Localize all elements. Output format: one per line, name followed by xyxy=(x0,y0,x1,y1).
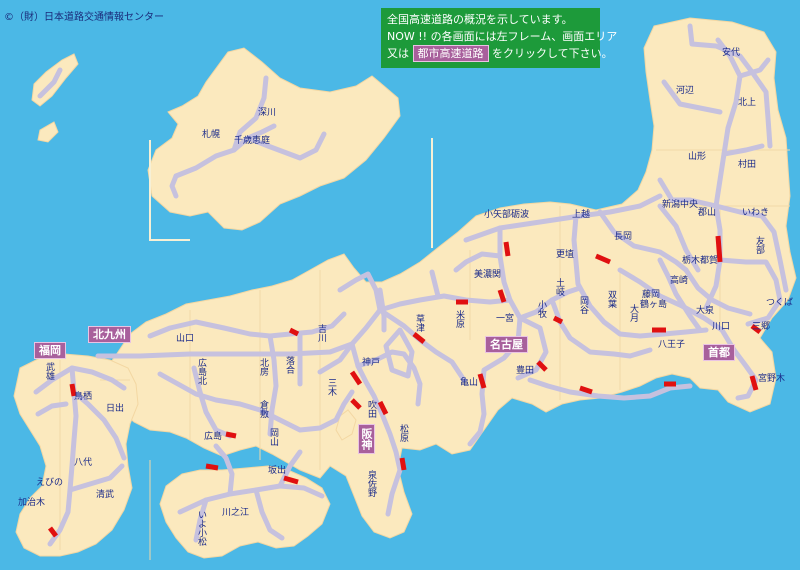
place-label: 土岐 xyxy=(554,278,564,296)
place-label: 長岡 xyxy=(614,232,633,242)
place-label: いよ小松 xyxy=(196,510,206,546)
region-fukuoka-button[interactable]: 福岡 xyxy=(34,342,66,359)
place-label: 山形 xyxy=(688,152,707,162)
place-label: 小矢部砺波 xyxy=(484,210,530,220)
place-label: 宮野木 xyxy=(758,374,786,384)
place-label: 岡谷 xyxy=(578,296,588,314)
place-label: 亀山 xyxy=(460,378,479,388)
place-label: 鳥栖 xyxy=(74,392,93,402)
place-label: 神戸 xyxy=(362,358,381,368)
place-label: 吉川 xyxy=(316,324,326,342)
place-label: 豊田 xyxy=(516,366,535,376)
place-label: 北上 xyxy=(738,98,757,108)
place-label: 鶴ヶ島 xyxy=(640,300,668,310)
place-label: 八代 xyxy=(74,458,93,468)
place-label: 河辺 xyxy=(676,86,695,96)
sea-boundaries xyxy=(149,138,433,248)
place-label: 倉敷 xyxy=(258,400,268,418)
place-label: 三木 xyxy=(326,378,336,396)
place-label: 郡山 xyxy=(698,208,717,218)
place-label: つくば xyxy=(766,298,794,308)
place-label: 高崎 xyxy=(670,276,689,286)
place-label: 大泉 xyxy=(696,306,715,316)
place-label: 深川 xyxy=(258,108,277,118)
region-hanshin-button[interactable]: 阪神 xyxy=(358,424,375,454)
notice-line-3-prefix: 又は xyxy=(387,47,409,60)
notice-line-2: NOW !! の各画面には左フレーム、画面エリア xyxy=(387,30,618,43)
place-label: 山口 xyxy=(176,334,195,344)
place-label: 上越 xyxy=(572,210,591,220)
place-label: 札幌 xyxy=(202,130,221,140)
place-label: 安代 xyxy=(722,48,741,58)
place-label: 川之江 xyxy=(222,508,250,518)
place-label: 泉佐野 xyxy=(366,470,376,497)
place-label: 坂出 xyxy=(268,466,287,476)
place-label: 草津 xyxy=(414,314,424,332)
place-label: 吹田 xyxy=(366,400,376,418)
place-label: 大月 xyxy=(628,304,638,322)
region-shuto-button[interactable]: 首都 xyxy=(703,344,735,361)
place-label: 落合 xyxy=(284,356,294,374)
place-label: 友部 xyxy=(754,236,764,254)
place-label: 八王子 xyxy=(658,340,686,350)
notice-line-1: 全国高速道路の概況を示しています。 xyxy=(387,13,573,26)
expressway-network xyxy=(33,23,789,547)
place-label: 三郷 xyxy=(752,322,771,332)
place-label: 新潟中央 xyxy=(662,200,699,210)
copyright-text: ©（財）日本道路交通情報センター xyxy=(4,12,164,23)
place-label: 栃木都賀 xyxy=(682,256,719,266)
place-label: 更埴 xyxy=(556,250,575,260)
place-label: 一宮 xyxy=(496,314,515,324)
congestion-segments xyxy=(48,235,762,538)
place-label: 美濃関 xyxy=(474,270,502,280)
notice-line-3-suffix: をクリックして下さい。 xyxy=(492,47,613,60)
place-label: 川口 xyxy=(712,322,731,332)
place-label: いわき xyxy=(742,208,770,218)
place-label: 小牧 xyxy=(536,300,546,318)
place-label: 千歳恵庭 xyxy=(234,136,271,146)
place-label: 北房 xyxy=(258,358,268,376)
place-label: 武雄 xyxy=(44,362,54,380)
place-label: 広島 xyxy=(204,432,223,442)
place-label: 加治木 xyxy=(18,498,46,508)
place-label: 村田 xyxy=(738,160,757,170)
place-label: 清武 xyxy=(96,490,115,500)
notice-line-3: 又は 都市高速道路 をクリックして下さい。 xyxy=(387,45,613,62)
place-label: 双葉 xyxy=(606,290,616,308)
place-label: えびの xyxy=(36,478,64,488)
place-label: 松原 xyxy=(398,424,408,442)
place-label: 藤岡 xyxy=(642,290,661,300)
urban-expressway-button[interactable]: 都市高速道路 xyxy=(412,45,489,62)
place-label: 岡山 xyxy=(268,428,278,446)
place-label: 米原 xyxy=(454,310,464,328)
region-kitakyushu-button[interactable]: 北九州 xyxy=(88,326,131,343)
place-label: 広島北 xyxy=(196,358,206,385)
region-nagoya-button[interactable]: 名古屋 xyxy=(485,336,528,353)
notice-panel: 全国高速道路の概況を示しています。 NOW !! の各画面には左フレーム、画面エ… xyxy=(381,8,618,68)
place-label: 日出 xyxy=(106,404,125,414)
